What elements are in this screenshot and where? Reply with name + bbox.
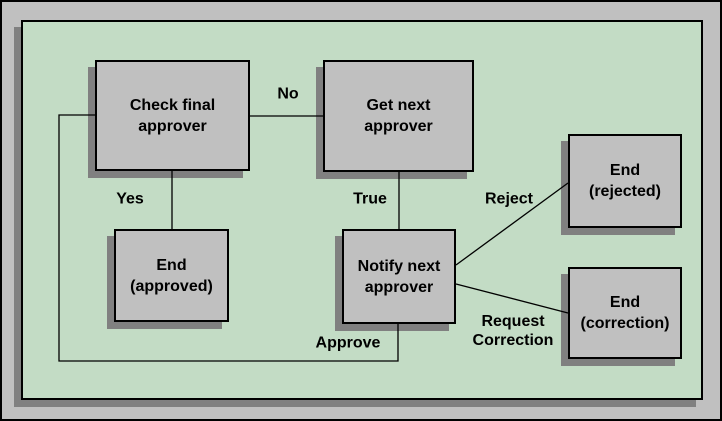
node-end-rejected[interactable]: End (rejected)	[568, 134, 682, 228]
node-label-end-correction: End (correction)	[580, 294, 670, 332]
node-notify-next-approver[interactable]: Notify next approver	[342, 229, 456, 324]
node-label-end-rejected: End (rejected)	[588, 162, 662, 200]
node-label-notify-next-approver: Notify next approver	[357, 257, 441, 296]
node-end-approved[interactable]: End (approved)	[114, 229, 229, 322]
node-label-end-approved: End (approved)	[130, 256, 213, 295]
node-check-final-approver[interactable]: Check final approver	[95, 60, 250, 171]
node-get-next-approver[interactable]: Get next approver	[323, 60, 474, 172]
node-end-correction[interactable]: End (correction)	[568, 267, 682, 359]
node-label-check-final-approver: Check final approver	[129, 96, 216, 135]
node-label-get-next-approver: Get next approver	[364, 97, 433, 135]
